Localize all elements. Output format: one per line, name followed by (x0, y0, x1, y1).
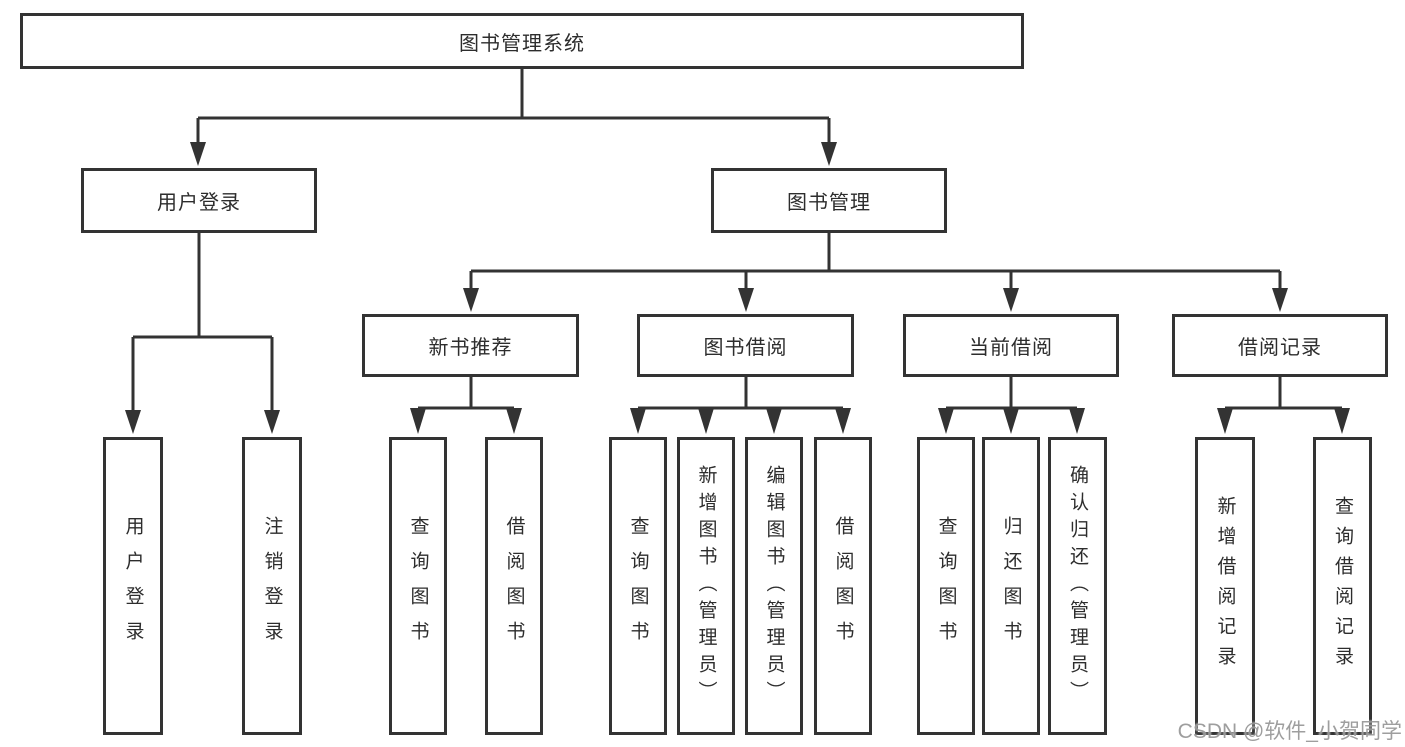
leaf-user-login: 用户登录 (103, 437, 163, 735)
leaf-query-books-borrowing: 查询图书 (609, 437, 667, 735)
node-borrowing-records: 借阅记录 (1172, 314, 1388, 377)
leaf-borrow-books-borrowing-label: 借阅图书 (832, 516, 854, 656)
leaf-borrow-books-borrowing: 借阅图书 (814, 437, 872, 735)
leaf-add-book-admin-label: 新增图书（管理员） (695, 464, 717, 708)
node-book-management-label: 图书管理 (787, 192, 871, 214)
leaf-edit-book-admin: 编辑图书（管理员） (745, 437, 803, 735)
leaf-add-book-admin: 新增图书（管理员） (677, 437, 735, 735)
leaf-borrow-books-recommend: 借阅图书 (485, 437, 543, 735)
node-new-book-recommend-label: 新书推荐 (428, 337, 513, 359)
leaf-query-books-recommend-label: 查询图书 (407, 516, 429, 656)
leaf-query-books-current-label: 查询图书 (935, 516, 957, 656)
node-user-login: 用户登录 (81, 168, 317, 233)
node-new-book-recommend: 新书推荐 (362, 314, 579, 377)
node-root-label: 图书管理系统 (459, 32, 585, 55)
leaf-query-books-recommend: 查询图书 (389, 437, 447, 735)
node-current-borrowing-label: 当前借阅 (969, 337, 1053, 359)
node-borrowing-records-label: 借阅记录 (1238, 337, 1322, 359)
leaf-add-borrow-record-label: 新增借阅记录 (1214, 496, 1236, 676)
node-current-borrowing: 当前借阅 (903, 314, 1119, 377)
leaf-logout-label: 注销登录 (261, 516, 283, 656)
leaf-add-borrow-record: 新增借阅记录 (1195, 437, 1255, 735)
leaf-query-borrow-record: 查询借阅记录 (1313, 437, 1372, 735)
node-book-borrowing-label: 图书借阅 (703, 337, 788, 359)
csdn-watermark: CSDN @软件_小贺同学 (1177, 720, 1402, 743)
node-book-management: 图书管理 (711, 168, 947, 233)
leaf-return-books-label: 归还图书 (1000, 516, 1022, 656)
node-user-login-label: 用户登录 (157, 192, 241, 214)
leaf-edit-book-admin-label: 编辑图书（管理员） (763, 464, 785, 708)
leaf-query-books-current: 查询图书 (917, 437, 975, 735)
arrowheads (125, 142, 1350, 434)
leaf-user-login-label: 用户登录 (122, 516, 144, 656)
leaf-logout: 注销登录 (242, 437, 302, 735)
node-book-borrowing: 图书借阅 (637, 314, 854, 377)
leaf-confirm-return-admin: 确认归还（管理员） (1048, 437, 1107, 735)
leaf-return-books: 归还图书 (982, 437, 1040, 735)
leaf-confirm-return-admin-label: 确认归还（管理员） (1067, 464, 1088, 708)
leaf-borrow-books-recommend-label: 借阅图书 (503, 516, 525, 656)
leaf-query-books-borrowing-label: 查询图书 (627, 516, 649, 656)
node-root: 图书管理系统 (20, 13, 1024, 69)
leaf-query-borrow-record-label: 查询借阅记录 (1332, 496, 1353, 676)
